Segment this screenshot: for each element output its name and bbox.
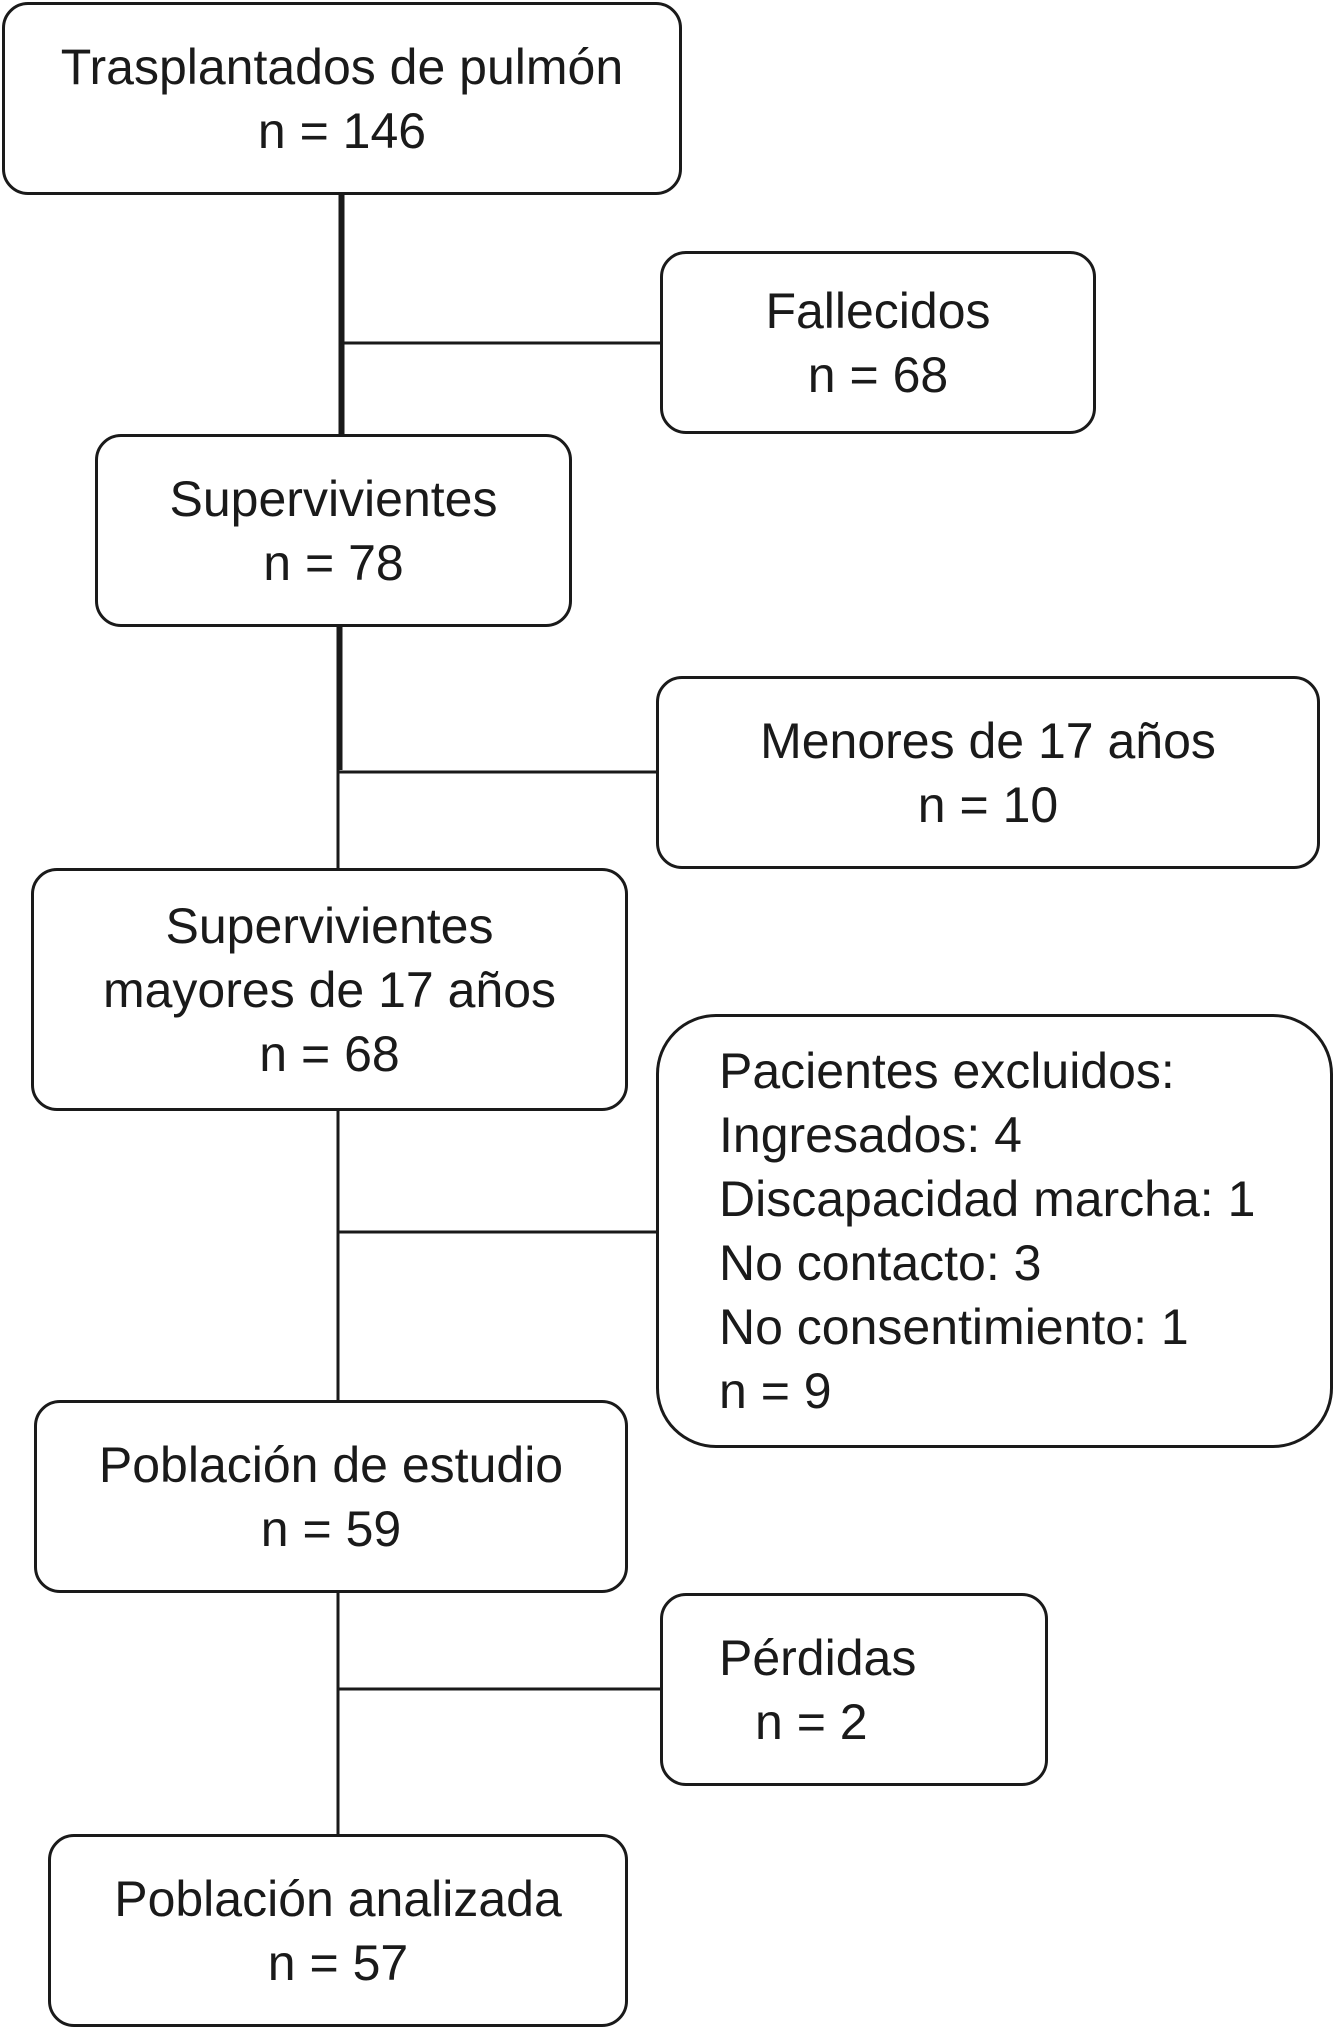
losses-count: n = 2 — [755, 1693, 868, 1750]
study-population-box: Población de estudio n = 59 — [34, 1400, 628, 1593]
minors-count: n = 10 — [917, 776, 1059, 833]
analyzed-population-label: Población analizada — [114, 1870, 562, 1927]
deceased-label: Fallecidos — [765, 282, 991, 339]
losses-box: Pérdidas n = 2 — [660, 1593, 1048, 1786]
survivors-label: Supervivientes — [169, 470, 498, 527]
excluded-item: Ingresados: 4 — [719, 1107, 1022, 1163]
excluded-count: n = 9 — [719, 1363, 832, 1419]
excluded-title: Pacientes excluidos: — [719, 1043, 1175, 1099]
transplanted-count: n = 146 — [257, 102, 427, 159]
survivors-box: Supervivientes n = 78 — [95, 434, 572, 627]
analyzed-population-box: Población analizada n = 57 — [48, 1834, 628, 2027]
survivors-count: n = 78 — [263, 534, 404, 591]
minors-box: Menores de 17 años n = 10 — [656, 676, 1320, 869]
transplanted-label: Trasplantados de pulmón — [60, 38, 624, 95]
excluded-item: Discapacidad marcha: 1 — [719, 1171, 1256, 1227]
transplanted-box: Trasplantados de pulmón n = 146 — [2, 2, 682, 195]
losses-label: Pérdidas — [719, 1629, 917, 1686]
excluded-item: No consentimiento: 1 — [719, 1299, 1189, 1355]
adult-survivors-label-line1: Supervivientes — [165, 897, 494, 954]
minors-label: Menores de 17 años — [760, 712, 1216, 769]
excluded-box: Pacientes excluidos: Ingresados: 4 Disca… — [656, 1014, 1333, 1448]
adult-survivors-box: Supervivientes mayores de 17 años n = 68 — [31, 868, 628, 1111]
deceased-count: n = 68 — [807, 346, 949, 403]
excluded-item: No contacto: 3 — [719, 1235, 1042, 1291]
adult-survivors-count: n = 68 — [259, 1025, 400, 1082]
deceased-box: Fallecidos n = 68 — [660, 251, 1096, 434]
study-population-count: n = 59 — [260, 1500, 402, 1557]
analyzed-population-count: n = 57 — [267, 1934, 409, 1991]
adult-survivors-label-line2: mayores de 17 años — [102, 961, 557, 1018]
study-population-label: Población de estudio — [98, 1436, 564, 1493]
